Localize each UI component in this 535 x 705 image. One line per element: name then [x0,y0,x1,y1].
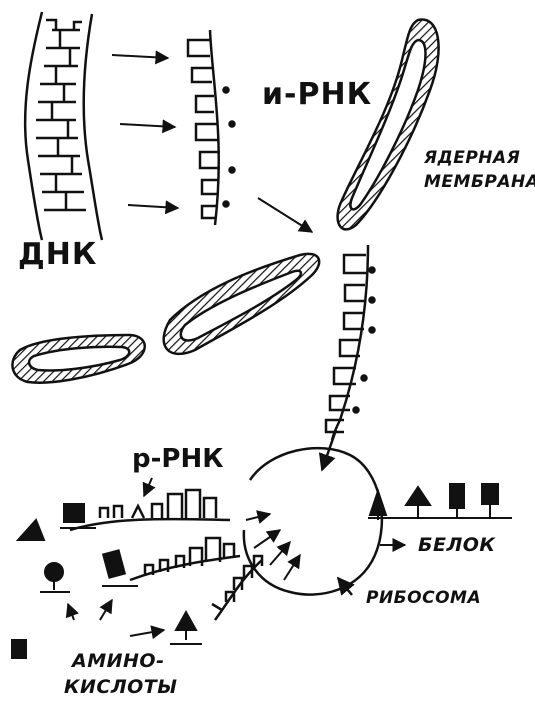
ribosome [242,429,384,596]
amino-acid-shapes [11,503,202,659]
amino-acid-arrows [65,598,166,640]
dna-strand [23,11,104,241]
protein-chain [368,483,512,520]
dna-label: ДНК [18,237,98,272]
amino-acids-label-line2: КИСЛОТЫ [64,676,178,698]
amino-acids-label-line1: АМИНО- [72,650,165,672]
rrna-label: р-РНК [132,444,224,474]
nuclear-membrane [11,18,440,384]
ribosome-entry-arrows [245,510,301,581]
transcription-arrows [111,50,314,233]
nuclear-membrane-label-line1: ЯДЕРНАЯ [424,148,521,168]
protein-label: БЕЛОК [418,534,496,556]
mrna-strand-transcribed [186,29,236,226]
ribosome-label: РИБОСОМА [366,588,482,608]
nuclear-membrane-label-line2: МЕМБРАНА [424,172,535,192]
mrna-label: и-РНК [262,77,373,112]
rrna-label-arrow [142,477,156,498]
rrna-strands [69,488,264,621]
mrna-strand-cytoplasm [324,244,376,441]
